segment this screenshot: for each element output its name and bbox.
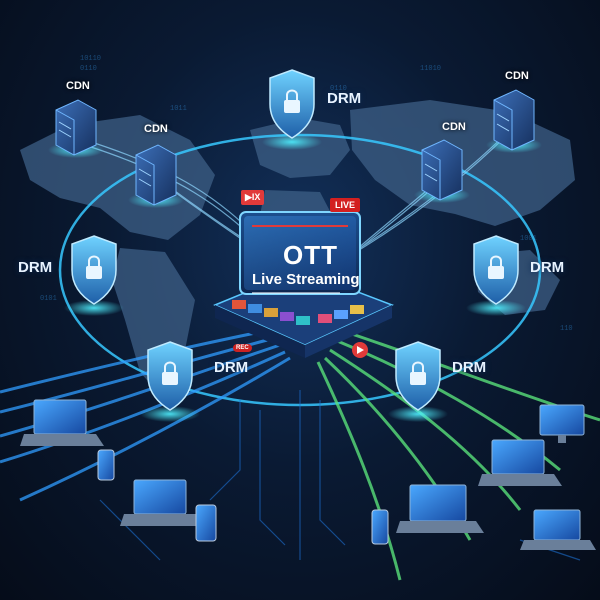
page-title: OTT [283,240,338,270]
drm-shield-right [466,235,526,316]
cdn-server-1 [48,99,104,158]
cdn-label-4: CDN [505,70,529,82]
device-laptop-3 [396,484,484,533]
drm-label-top: DRM [327,90,362,107]
play-icon [352,342,368,358]
lock-icon [162,372,178,385]
device-phone-2 [371,509,389,545]
record-badge: REC [233,344,252,352]
cdn-server-4 [486,89,542,153]
binary-rain: 10110 0110 1011 0110 11010 1001 0101 110 [40,55,573,333]
svg-text:110: 110 [560,325,573,333]
drm-label-left: DRM [18,259,53,276]
top-left-badge: ▶IX [241,190,265,205]
svg-text:11010: 11010 [420,65,441,73]
cdn-server-2 [128,144,184,208]
drm-label-lower-left: DRM [214,359,249,376]
device-laptop-4 [478,439,562,486]
ott-platform [213,211,394,358]
lock-icon [410,372,426,385]
svg-text:1011: 1011 [170,105,187,113]
svg-text:0110: 0110 [330,85,347,93]
device-monitor-1 [539,404,585,443]
svg-text:10110: 10110 [80,55,101,63]
cdn-label-1: CDN [66,80,90,92]
svg-text:0101: 0101 [40,295,57,303]
svg-text:0110: 0110 [80,65,97,73]
device-tablet-1 [195,504,217,542]
drm-label-right: DRM [530,259,565,276]
device-phone-1 [97,449,115,481]
svg-text:1001: 1001 [520,235,537,243]
page-subtitle: Live Streaming [252,271,360,288]
device-laptop-1 [20,399,104,446]
cdn-label-2: CDN [144,123,168,135]
cdn-server-3 [414,139,470,203]
drm-shield-top [262,69,322,150]
drm-shield-lower-right [388,341,448,422]
live-badge: LIVE [330,198,361,212]
drm-label-lower-right: DRM [452,359,487,376]
drm-shield-lower-left [140,341,200,422]
lock-icon [86,266,102,279]
lock-icon [284,100,300,113]
cdn-label-3: CDN [442,121,466,133]
drm-shield-left [64,235,124,316]
device-laptop-5 [520,509,596,550]
lock-icon [488,266,504,279]
device-laptop-2 [120,479,204,526]
thumbnail-strip [232,300,364,325]
